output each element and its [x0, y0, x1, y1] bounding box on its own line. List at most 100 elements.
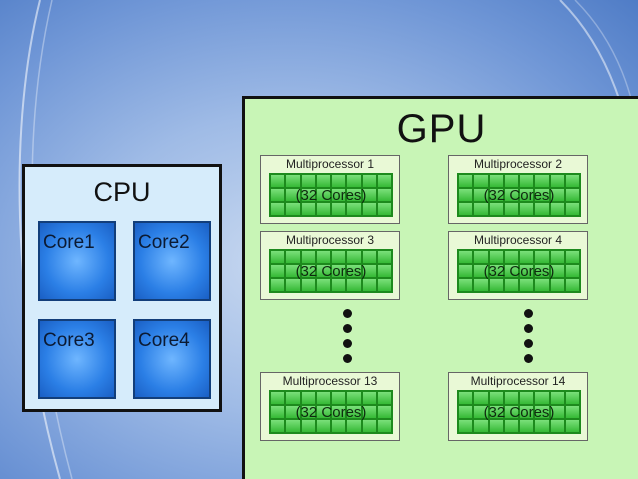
core-cell: [489, 265, 503, 277]
cpu-core-3: Core3: [38, 319, 116, 399]
core-cell: [489, 406, 503, 418]
core-cell: [535, 406, 549, 418]
core-cell: [520, 251, 534, 263]
core-cell: [565, 189, 579, 201]
cpu-core-2: Core2: [133, 221, 211, 301]
core-cell: [520, 265, 534, 277]
core-cell: [565, 203, 579, 215]
cpu-core-4: Core4: [133, 319, 211, 399]
core-grid: [269, 390, 393, 434]
core-count: (32 Cores): [483, 403, 555, 421]
core-cell: [550, 251, 564, 263]
core-cell: [565, 279, 579, 291]
core-cell: [362, 203, 376, 215]
core-cell: [347, 265, 361, 277]
core-cell: [489, 203, 503, 215]
core-cell: [474, 392, 488, 404]
core-cell: [271, 279, 285, 291]
cpu-block: CPU Core1 Core2 Core3 Core4: [22, 164, 222, 412]
core-cell: [316, 406, 330, 418]
core-cell: [271, 392, 285, 404]
core-cell: [332, 279, 346, 291]
core-cell: [474, 203, 488, 215]
core-cell: [459, 406, 473, 418]
core-cell: [504, 279, 518, 291]
core-cell: [550, 392, 564, 404]
core-cell: [504, 175, 518, 187]
multiprocessor-4: Multiprocessor 4 (32 Cores): [448, 231, 588, 300]
core-count: (32 Cores): [295, 262, 367, 280]
core-cell: [489, 251, 503, 263]
multiprocessor-1: Multiprocessor 1 (32 Cores): [260, 155, 400, 224]
core-cell: [286, 265, 300, 277]
core-cell: [474, 189, 488, 201]
core-cell: [489, 392, 503, 404]
core-cell: [301, 406, 315, 418]
core-cell: [504, 406, 518, 418]
core-cell: [271, 251, 285, 263]
core-cell: [347, 251, 361, 263]
ellipsis-dots-left: [341, 309, 353, 369]
multiprocessor-label: Multiprocessor 14: [470, 374, 566, 388]
core-cell: [535, 265, 549, 277]
core-cell: [474, 251, 488, 263]
core-cell: [362, 189, 376, 201]
core-cell: [301, 420, 315, 432]
core-cell: [332, 392, 346, 404]
core-cell: [520, 189, 534, 201]
core-cell: [377, 406, 391, 418]
core-cell: [347, 175, 361, 187]
core-cell: [347, 420, 361, 432]
core-cell: [377, 420, 391, 432]
core-cell: [286, 203, 300, 215]
core-cell: [316, 420, 330, 432]
cpu-title: CPU: [93, 177, 151, 207]
multiprocessor-13: Multiprocessor 13 (32 Cores): [260, 372, 400, 441]
core-cell: [520, 420, 534, 432]
core-cell: [301, 279, 315, 291]
core-cell: [301, 203, 315, 215]
core-cell: [362, 175, 376, 187]
core-cell: [301, 175, 315, 187]
core-cell: [459, 175, 473, 187]
core-cell: [565, 420, 579, 432]
core-cell: [316, 392, 330, 404]
core-cell: [301, 251, 315, 263]
core-cell: [286, 175, 300, 187]
core-cell: [301, 392, 315, 404]
core-cell: [286, 279, 300, 291]
core-cell: [550, 406, 564, 418]
core-cell: [474, 265, 488, 277]
cpu-core-1: Core1: [38, 221, 116, 301]
core-cell: [535, 203, 549, 215]
core-cell: [504, 420, 518, 432]
core-grid: [269, 173, 393, 217]
gpu-block: GPU Multiprocessor 1 (32 Cores) Multipro…: [242, 96, 638, 479]
core-grid: [457, 173, 581, 217]
core-cell: [316, 251, 330, 263]
core-grid: [457, 249, 581, 293]
core-cell: [459, 279, 473, 291]
core-cell: [459, 189, 473, 201]
core-cell: [332, 175, 346, 187]
core-cell: [474, 406, 488, 418]
ellipsis-dots-right: [522, 309, 534, 369]
core-cell: [362, 406, 376, 418]
core-cell: [550, 203, 564, 215]
core-cell: [286, 392, 300, 404]
core-cell: [489, 279, 503, 291]
core-cell: [550, 265, 564, 277]
core-grid: [457, 390, 581, 434]
core-cell: [565, 265, 579, 277]
multiprocessor-3: Multiprocessor 3 (32 Cores): [260, 231, 400, 300]
core-cell: [316, 279, 330, 291]
core-cell: [489, 189, 503, 201]
core-cell: [520, 203, 534, 215]
core-cell: [271, 175, 285, 187]
core-cell: [474, 175, 488, 187]
core-cell: [377, 392, 391, 404]
core-cell: [550, 279, 564, 291]
core-cell: [316, 203, 330, 215]
core-cell: [347, 203, 361, 215]
core-cell: [377, 265, 391, 277]
